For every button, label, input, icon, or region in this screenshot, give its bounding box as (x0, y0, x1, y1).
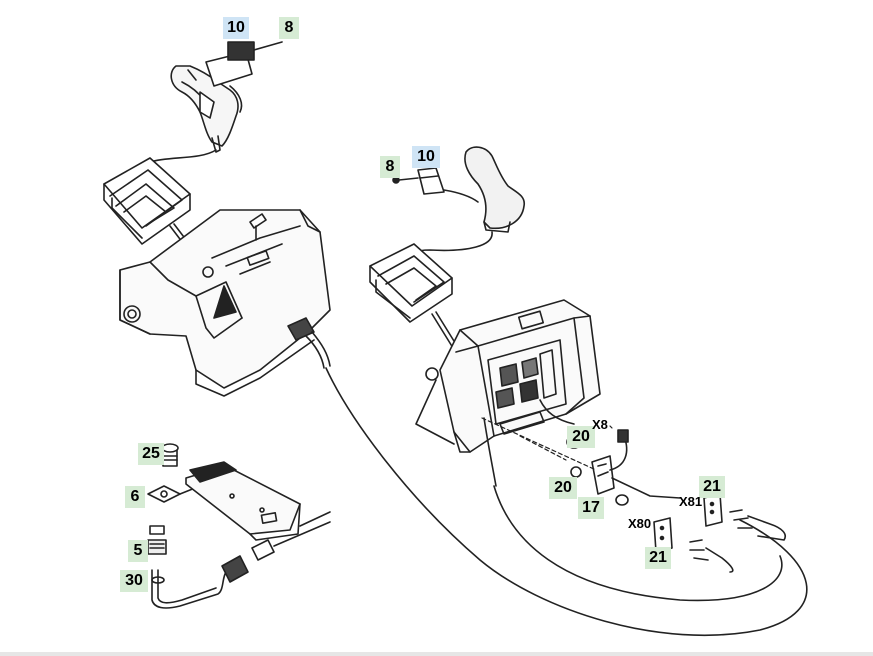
callout-10-mid[interactable]: 10 (412, 146, 440, 168)
support-plate (185, 461, 331, 541)
callout-5[interactable]: 5 (128, 540, 148, 562)
right-box-cables (483, 399, 783, 602)
callout-8-top[interactable]: 8 (279, 17, 299, 39)
left-plug-connector (287, 317, 331, 369)
callout-8-mid[interactable]: 8 (380, 156, 400, 178)
connector-plugs (653, 493, 786, 573)
sensor-5 (147, 525, 167, 555)
bottom-divider (0, 652, 873, 656)
left-switch-block (227, 41, 283, 61)
right-switch-block (392, 167, 479, 203)
callout-10-top[interactable]: 10 (223, 17, 249, 39)
connector-label-x81: X81 (679, 494, 703, 509)
callout-21-lower[interactable]: 21 (645, 547, 671, 569)
callout-20-lower[interactable]: 20 (549, 477, 577, 499)
callout-21-upper[interactable]: 21 (699, 476, 725, 498)
callout-20-upper[interactable]: 20 (567, 426, 595, 448)
right-rubber-boot (369, 243, 463, 357)
left-rubber-boot (103, 157, 191, 245)
main-cable (325, 367, 808, 637)
clamp-6 (147, 485, 201, 503)
left-console-housing (119, 209, 331, 397)
cable-30 (151, 521, 331, 609)
right-control-box (415, 299, 601, 453)
callout-6[interactable]: 6 (125, 486, 145, 508)
leader-lines (481, 417, 613, 471)
connector-label-x8: X8 (592, 417, 608, 432)
connector-label-x80: X80 (628, 516, 652, 531)
callout-25[interactable]: 25 (138, 443, 164, 465)
left-joystick-handle (170, 51, 253, 153)
callout-17[interactable]: 17 (578, 497, 604, 519)
callout-30[interactable]: 30 (120, 570, 148, 592)
bolt-25 (161, 443, 179, 467)
